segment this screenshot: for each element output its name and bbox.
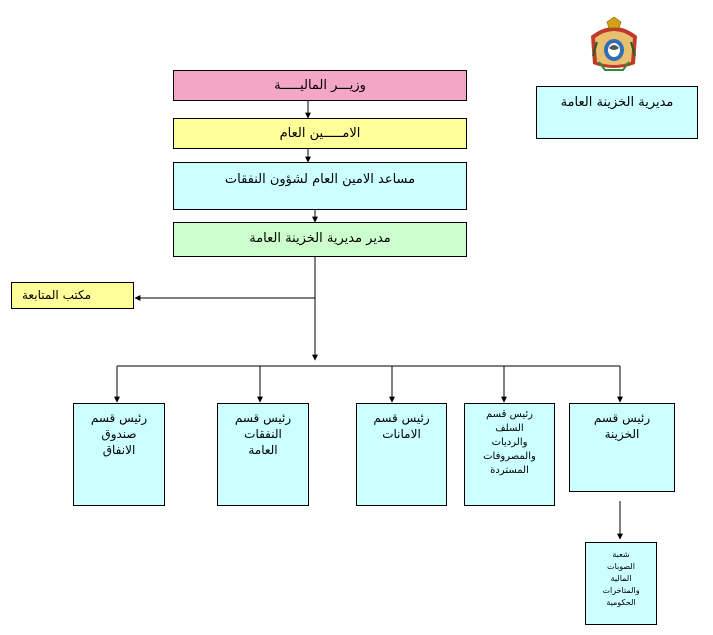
- director-label: مدير مديرية الخزينة العامة: [249, 231, 391, 246]
- assistant-secretary-label: مساعد الامين العام لشؤون النفقات: [224, 172, 416, 187]
- secretary-general-label: الامـــــين العام: [279, 126, 361, 141]
- minister-label: وزيـــر الماليـــــة: [274, 78, 366, 93]
- jordan-coat-of-arms-icon: [585, 16, 643, 74]
- treasury-department-box: رئيس قسم الخزينة: [569, 403, 675, 492]
- directorate-title: مديرية الخزينة العامة: [560, 95, 674, 110]
- followup-office-label: مكتب المتابعة: [22, 288, 92, 302]
- deposits-department-box: رئيس قسم الامانات: [356, 403, 447, 506]
- fund-department-label: رئيس قسم صندوق الانفاق: [90, 411, 148, 457]
- general-expenses-department-label: رئيس قسم النفقات العامة: [234, 411, 292, 457]
- minister-box: وزيـــر الماليـــــة: [173, 70, 467, 101]
- treasury-section-label: شعبة الصوبات المالية والمتاخرات الحكومية: [602, 550, 640, 607]
- director-box: مدير مديرية الخزينة العامة: [173, 222, 467, 257]
- advances-department-box: رئيس قسم السلف والرديات والمصروفات المست…: [464, 403, 555, 506]
- followup-office-box: مكتب المتابعة: [11, 282, 134, 309]
- treasury-section-box: شعبة الصوبات المالية والمتاخرات الحكومية: [585, 542, 657, 625]
- deposits-department-label: رئيس قسم الامانات: [373, 411, 430, 441]
- advances-department-label: رئيس قسم السلف والرديات والمصروفات المست…: [483, 409, 536, 476]
- fund-department-box: رئيس قسم صندوق الانفاق: [73, 403, 165, 506]
- secretary-general-box: الامـــــين العام: [173, 118, 467, 149]
- treasury-department-label: رئيس قسم الخزينة: [593, 411, 651, 441]
- general-expenses-department-box: رئيس قسم النفقات العامة: [217, 403, 309, 506]
- assistant-secretary-box: مساعد الامين العام لشؤون النفقات: [173, 162, 467, 210]
- directorate-title-box: مديرية الخزينة العامة: [536, 86, 698, 139]
